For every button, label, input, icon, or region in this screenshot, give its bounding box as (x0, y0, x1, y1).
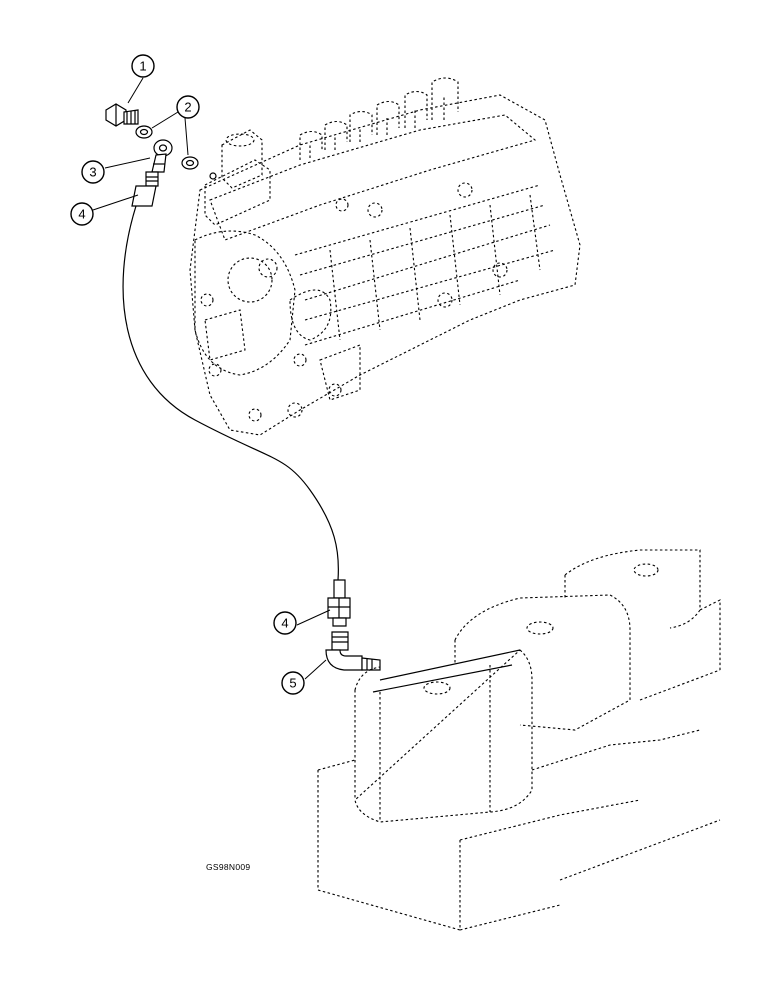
elbow-fitting (325, 631, 381, 671)
callout-4-lower: 4 (273, 611, 297, 635)
leader-lines (92, 77, 331, 680)
figure-code: GS98N009 (206, 862, 251, 872)
callout-3: 3 (81, 160, 105, 184)
delivery-valves (299, 77, 459, 160)
banjo-fitting (151, 139, 173, 173)
callout-5: 5 (281, 671, 305, 695)
injection-pump (189, 77, 581, 436)
callout-4-upper-label: 4 (78, 207, 85, 222)
fuel-hose-line (122, 205, 339, 581)
banjo-bolt (105, 103, 139, 127)
hose-end-fitting-upper (131, 171, 159, 207)
sealing-washer-lower (181, 156, 199, 170)
hose-end-fitting-lower (327, 579, 351, 627)
callout-5-label: 5 (289, 676, 296, 691)
callout-1: 1 (131, 54, 155, 78)
sealing-washer-upper (135, 125, 153, 139)
callout-4-upper: 4 (70, 202, 94, 226)
fuel-filters (317, 549, 721, 931)
callout-2: 2 (176, 95, 200, 119)
callout-1-label: 1 (139, 59, 146, 74)
callout-4-lower-label: 4 (281, 616, 288, 631)
callout-2-label: 2 (184, 100, 191, 115)
callout-3-label: 3 (89, 165, 96, 180)
